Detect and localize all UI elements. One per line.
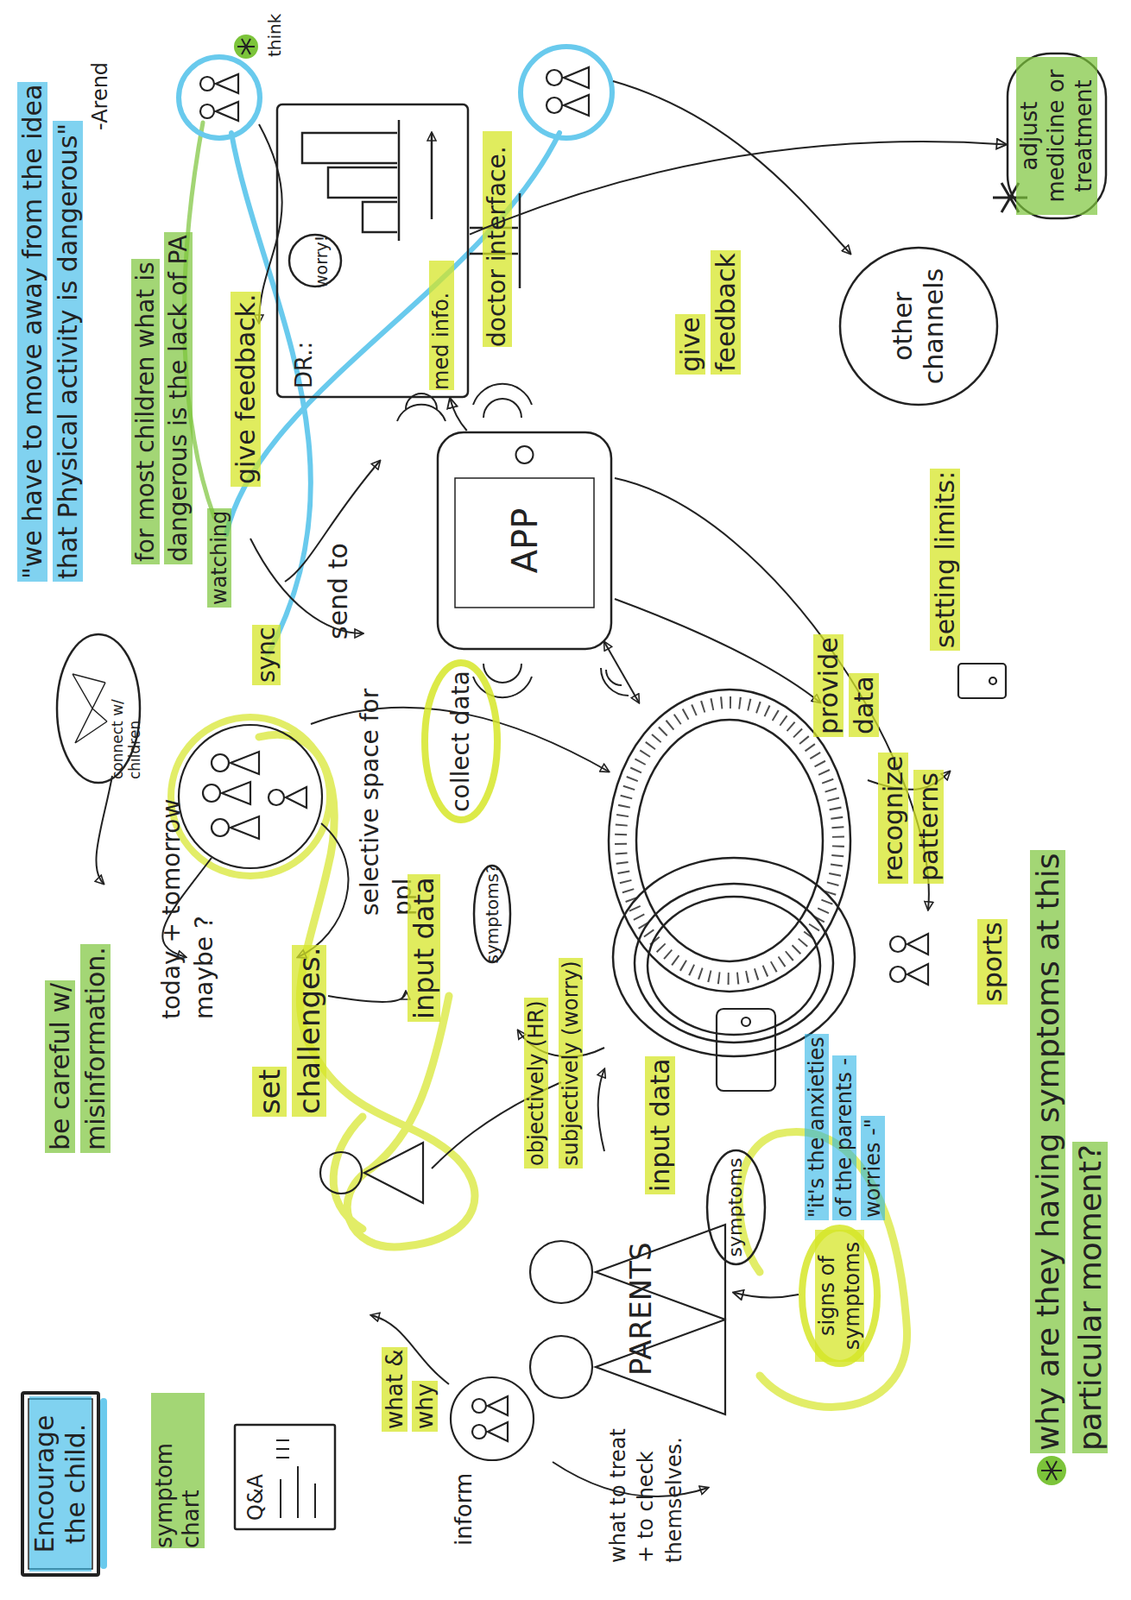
note-label: setting limits: [928,409,964,651]
note-label: subjectively (worry) [556,927,585,1169]
outline-rect [234,1425,335,1530]
note-label: recognize patterns [876,728,947,885]
note-text: what to treat + to check themselves. [606,1426,687,1567]
node-text: APP [504,508,546,575]
node-text: other channels [887,249,950,404]
node-text: symptoms [724,1158,747,1258]
note-label: set challenges. [250,927,330,1118]
note-label: send to [321,512,357,643]
sketch-node: symptoms? [470,862,514,967]
sketch-node: signs of symptoms [798,1225,881,1368]
note-label: today + tomorrow maybe ? [155,797,222,1023]
sketch-node: DR.:worry!med info.doctor interface. [275,102,470,399]
note-label: for most children what is dangerous is t… [129,132,196,565]
phone-screen [454,478,594,608]
node-text: adjust medicine or treatment [1016,56,1098,215]
note-label: input data [643,1048,679,1195]
note-label: think [263,3,287,60]
node-text: doctor interface. [482,131,512,348]
note-text: set challenges. [252,945,327,1118]
sketch-node: PARENTS [518,1160,734,1420]
note-text: input data [644,1056,676,1195]
note-text: send to [322,540,354,643]
note-label: "it's the anxieties of the parents - wor… [802,1013,887,1221]
note-text: subjectively (worry) [558,958,583,1169]
note-label: what to treat + to check themselves. [604,1423,689,1567]
note-label: "we have to move away from the idea that… [15,63,86,582]
note-text: objectively (HR) [524,998,549,1169]
note-label: why are they having symptoms at this par… [1027,815,1112,1454]
note-label: inform [448,1453,480,1549]
note-label: be careful w/ misinformation. [43,894,114,1154]
note-label: objectively (HR) [522,961,550,1169]
social-graph [72,674,108,744]
outline-ellipse [707,1150,765,1265]
note-text: "we have to move away from the idea that… [17,82,83,582]
sketch-node: symptom chartQ&A [233,1423,337,1532]
note-label: what & why [379,1311,441,1433]
note-label: sync [250,607,284,686]
note-label: provide data [811,633,882,738]
outline-ellipse [802,1228,878,1365]
sketch-node: connect w/ children [53,631,144,787]
sketch-node: Encourage the child. [20,1391,101,1578]
note-label: sports [975,901,1011,1005]
sketch-node: other channels [836,244,1001,409]
sketch-node: adjust medicine or treatment [1005,51,1108,221]
note-label: watching [205,495,234,608]
note-text: recognize patterns [878,752,944,885]
node-text: Q&A [243,1434,269,1522]
node-text: symptoms? [481,864,503,964]
note-label: -Arend [86,37,114,133]
note-text: inform [450,1471,477,1549]
note-text: give feedback. [230,291,261,487]
sketch-node: symptoms [703,1147,769,1269]
note-text: sync [252,625,281,686]
connector-arrow [469,141,1006,235]
note-text: sports [977,919,1008,1005]
note-label: give feedback [673,236,744,375]
node-text: worry! [311,210,332,289]
note-text: what & why [381,1347,438,1433]
node-text: connect w/ children [108,637,145,780]
outline-ellipse [840,247,998,405]
outline-rect [437,432,612,650]
note-text: watching [207,508,232,608]
connector-arrow [449,398,467,431]
note-text: setting limits: [929,468,961,651]
note-text: why are they having symptoms at this par… [1029,851,1108,1455]
connector-arrow [733,1293,799,1299]
node-text: collect data [446,670,476,813]
note-text: input data [407,874,441,1023]
note-text: "it's the anxieties of the parents - wor… [804,1034,885,1221]
outline-rect [1007,53,1106,219]
node-text: Encourage the child. [29,1396,92,1573]
note-text: think [264,11,285,60]
outline-rect [277,104,468,398]
node-text: symptom chart [151,1393,205,1549]
sketch-node: APP [435,430,613,651]
note-text: for most children what is dangerous is t… [131,232,193,565]
outline-rect [22,1393,99,1576]
note-label: input data [405,866,443,1023]
note-text: be careful w/ misinformation. [44,944,111,1154]
note-text: give feedback [675,250,741,375]
outline-ellipse [424,663,498,821]
node-text: signs of symptoms [815,1230,866,1363]
phone-button [516,446,534,464]
note-text: -Arend [88,59,113,133]
sketch-node: collect data [421,659,501,824]
note-text: today + tomorrow maybe ? [157,796,219,1023]
node-text: PARENTS [623,1203,659,1377]
note-label: give feedback. [228,279,265,487]
node-text: med info. [429,260,455,391]
note-text: provide data [813,634,879,738]
node-text: DR.: [290,310,318,389]
chart-lines [276,1440,316,1519]
